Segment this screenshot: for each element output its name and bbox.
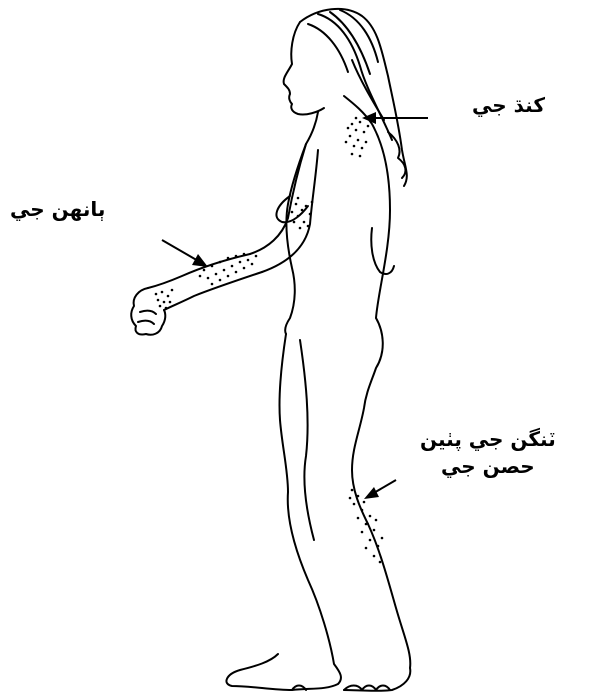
back-leg-outline [344, 524, 410, 691]
arrow-arm [162, 240, 208, 267]
neck-label: كنڌ جي [472, 92, 545, 119]
toes [292, 686, 390, 691]
head-outline [284, 22, 324, 115]
arrow-leg [364, 480, 396, 499]
legs-label-line2: حصن جي [420, 453, 556, 480]
arm-label: ٻانهن جي [10, 196, 105, 223]
legs-label-line1: ٽنگن جي پٺين [420, 426, 556, 453]
back-outline [344, 96, 390, 318]
back-arm-outline [371, 228, 394, 274]
inner-leg-outline [300, 340, 314, 540]
legs-label: ٽنگن جي پٺين حصن جي [420, 426, 556, 480]
rash-neck [345, 117, 370, 158]
buttock-outline [352, 318, 383, 524]
hair [300, 9, 407, 186]
front-torso-outline [285, 112, 318, 334]
front-leg-outline [226, 334, 341, 690]
rash-forearm [199, 253, 258, 286]
